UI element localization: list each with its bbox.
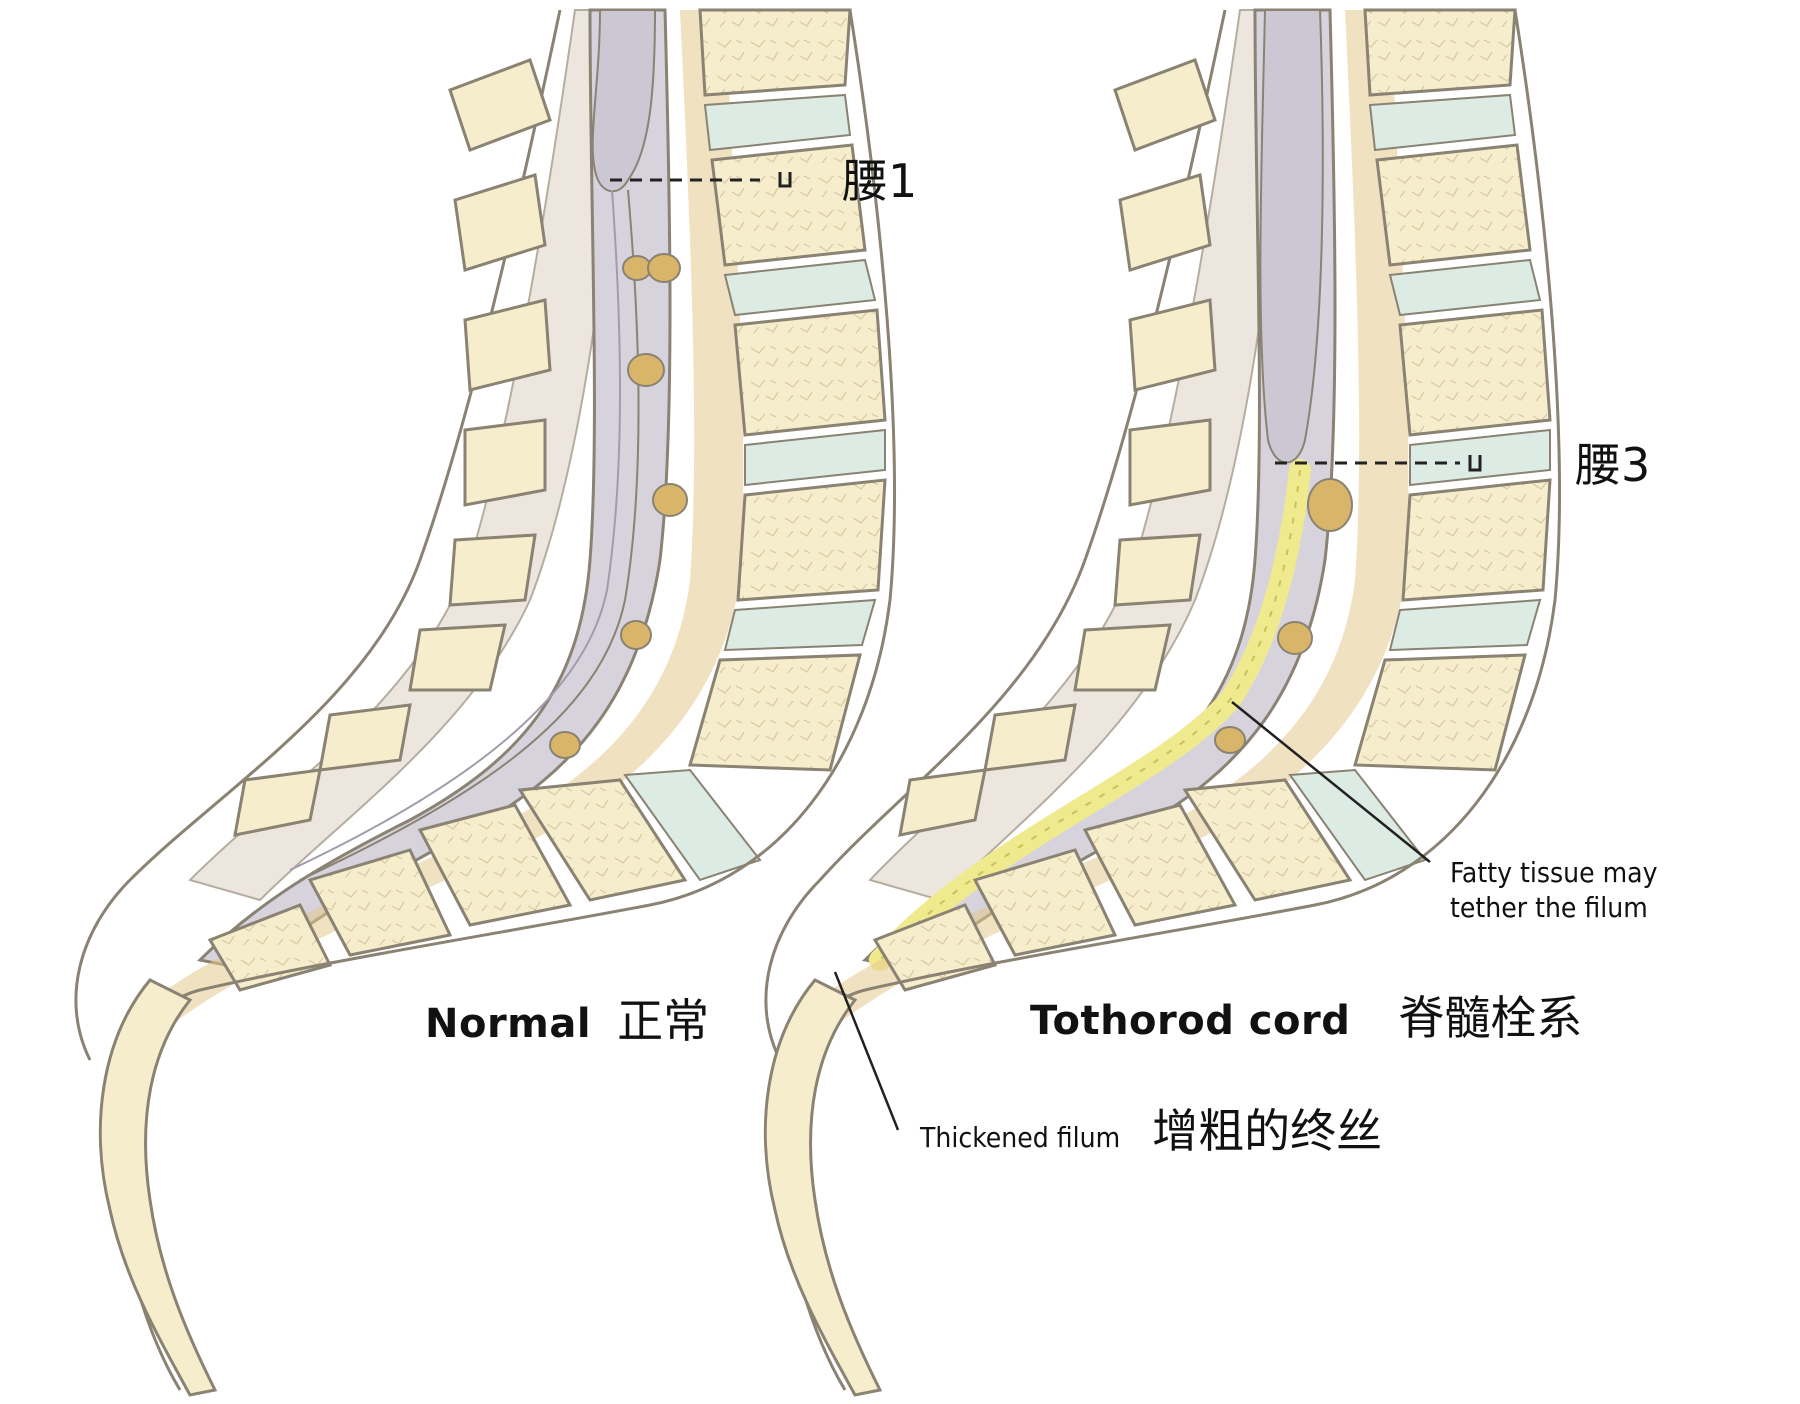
vertebral-bodies	[207, 8, 887, 992]
fatty-tissue-leader-line	[1231, 701, 1431, 863]
level-marker-l1	[610, 172, 792, 188]
fatty-filum-texture	[879, 469, 1301, 961]
tethered-caption-cn: 脊髓栓系	[1398, 991, 1583, 1045]
normal-caption-cn: 正常	[617, 994, 710, 1048]
spinous-processes	[233, 58, 552, 837]
coccyx	[98, 978, 218, 1397]
level-marker-l3	[1275, 455, 1482, 472]
fatty-tissue-annotation: Fatty tissue may tether the filum	[1450, 856, 1658, 924]
normal-caption: Normal 正常	[425, 998, 709, 1044]
cauda-equina	[289, 189, 622, 871]
level-label-l3: 腰3	[1575, 438, 1651, 492]
tethered-caption: Tothorod cord 脊髓栓系	[1030, 995, 1582, 1041]
tethered-caption-en: Tothorod cord	[1030, 998, 1351, 1044]
spinal-cord-low	[1259, 9, 1324, 464]
normal-spine	[74, 8, 896, 1397]
thickened-filum-annotation: Thickened filum 增粗的终丝	[920, 1108, 1382, 1155]
tethered-spine	[763, 8, 1561, 1397]
thickened-filum-en: Thickened filum	[920, 1121, 1121, 1154]
spinous-processes-right	[898, 58, 1217, 837]
thickened-filum-leader-line	[833, 971, 900, 1131]
back-skin-outline	[74, 9, 562, 1061]
nerve-roots-right	[1214, 478, 1353, 754]
posterior-soft-tissue-right	[868, 9, 1292, 902]
thickened-filum-cn: 增粗的终丝	[1152, 1104, 1383, 1158]
nerve-roots	[549, 253, 688, 759]
spinal-cord	[591, 9, 657, 193]
normal-caption-en: Normal	[425, 1001, 592, 1047]
posterior-ligament	[140, 10, 744, 1030]
coccyx-right	[763, 978, 883, 1397]
level-label-l1: 腰1	[842, 154, 918, 208]
filum-terminale	[299, 189, 640, 881]
posterior-ligament-right	[805, 10, 1409, 1030]
